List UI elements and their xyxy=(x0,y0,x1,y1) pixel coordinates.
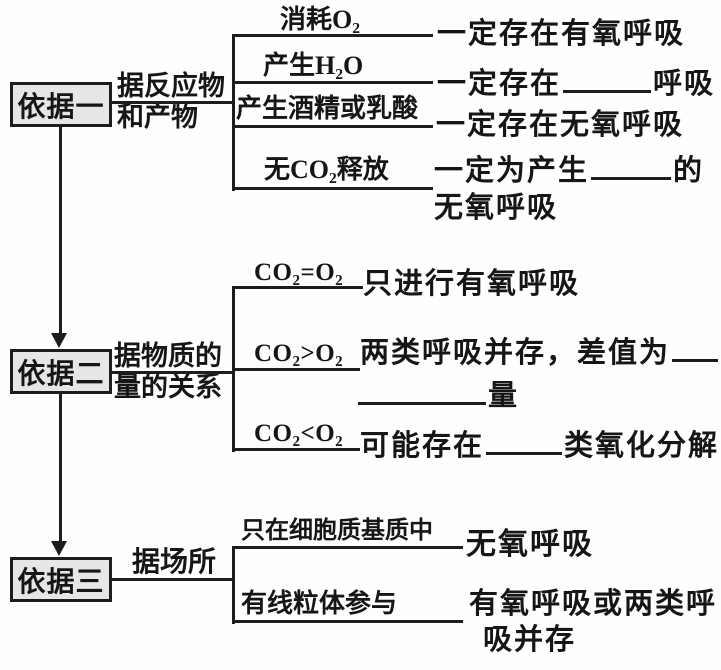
branch-line xyxy=(232,81,433,84)
answer-blank xyxy=(591,151,672,180)
result-text: 两类呼吸并存，差值为 xyxy=(360,333,720,369)
result-4-line2: 无氧呼吸 xyxy=(434,192,559,224)
basis-2-criterion-line-2: 量的关系 xyxy=(114,372,222,402)
basis-1-branch-1-label: 消耗O₂ xyxy=(280,5,361,34)
basis-1-branch-3-label: 产生酒精或乳酸 xyxy=(236,94,419,123)
result-cytoplasm-text: 无氧呼吸 xyxy=(466,528,594,561)
basis-2-criterion-line-1: 据物质的 xyxy=(114,341,222,371)
answer-blank xyxy=(358,376,486,405)
result-text: 一定存在有氧呼吸 xyxy=(437,19,685,50)
result-co2eq-text: 只进行有氧呼吸 xyxy=(363,268,581,300)
branch-spine xyxy=(232,34,235,191)
result-text: 一定存在无氧呼吸 xyxy=(436,110,684,141)
result-mito-line2: 吸并存 xyxy=(483,624,577,656)
answer-blank xyxy=(563,64,652,93)
basis-3-criterion-line-1: 据场所 xyxy=(132,547,217,578)
arrow-down-icon xyxy=(51,541,67,556)
basis-1-box: 依据一 xyxy=(10,82,112,127)
result-text: 一定存在 呼吸 xyxy=(437,64,715,100)
result-3-text: 一定存在无氧呼吸 xyxy=(436,109,685,141)
result-co2lt-pre: 可能存在 xyxy=(360,430,485,462)
result-co2gt-line2: 量 xyxy=(488,380,520,412)
basis-1-criterion-line-1: 据反应物 xyxy=(117,71,225,101)
basis-3-branch-1-label: 只在细胞质基质中 xyxy=(241,518,433,544)
result-1-text: 一定存在有氧呼吸 xyxy=(437,18,686,50)
branch-line xyxy=(232,187,433,190)
result-text: 无氧呼吸 xyxy=(466,529,594,560)
basis-1-branch-4-label: 无CO₂释放 xyxy=(264,155,389,184)
basis-1-criterion: 据反应物 和产物 xyxy=(117,71,225,133)
result-4-post: 的 xyxy=(673,155,705,187)
answer-blank xyxy=(672,333,719,362)
basis-2-branch-1-label: CO₂=O₂ xyxy=(254,259,344,286)
basis-2-box: 依据二 xyxy=(10,349,112,394)
basis-1-criterion-line-2: 和产物 xyxy=(117,102,198,132)
arrow-down-icon xyxy=(51,333,67,348)
branch-line xyxy=(232,34,433,37)
result-text: 量 xyxy=(356,376,519,412)
result-text: 有氧呼吸或两类呼 xyxy=(469,589,717,620)
flow-arrow-line xyxy=(59,127,62,335)
result-text: 吸并存 xyxy=(483,625,576,656)
branch-line xyxy=(232,125,433,128)
result-text: 只进行有氧呼吸 xyxy=(363,269,580,300)
branch-line xyxy=(232,546,463,549)
result-2-post: 呼吸 xyxy=(653,68,716,100)
branch-line xyxy=(232,368,360,371)
basis-2-branch-2-label: CO₂>O₂ xyxy=(254,340,344,367)
branch-spine xyxy=(232,546,235,624)
result-2-pre: 一定存在 xyxy=(437,68,562,100)
result-text: 无氧呼吸 xyxy=(434,193,558,224)
connector-line xyxy=(110,578,234,581)
branch-line xyxy=(232,620,463,623)
branch-line xyxy=(232,448,360,451)
result-text: 一定为产生 的 xyxy=(434,151,704,187)
flow-arrow-line xyxy=(59,394,62,542)
basis-3-box: 依据三 xyxy=(10,557,112,602)
result-4-pre: 一定为产生 xyxy=(434,155,590,187)
answer-blank xyxy=(486,426,563,455)
basis-3-branch-2-label: 有线粒体参与 xyxy=(241,589,398,618)
result-co2gt-line1: 两类呼吸并存，差值为 xyxy=(360,337,671,369)
result-text: 可能存在 类氧化分解 xyxy=(360,426,719,462)
basis-1-branch-2-label: 产生H₂O xyxy=(263,51,364,80)
connector-line xyxy=(110,101,234,104)
basis-3-criterion: 据场所 xyxy=(132,547,216,578)
basis-2-branch-3-label: CO₂<O₂ xyxy=(254,420,344,447)
result-co2lt-post: 类氧化分解 xyxy=(564,430,720,462)
basis-2-criterion: 据物质的 量的关系 xyxy=(114,341,222,403)
connector-line xyxy=(110,371,234,374)
result-mito-line1: 有氧呼吸或两类呼 xyxy=(469,588,718,620)
branch-line xyxy=(232,286,363,289)
